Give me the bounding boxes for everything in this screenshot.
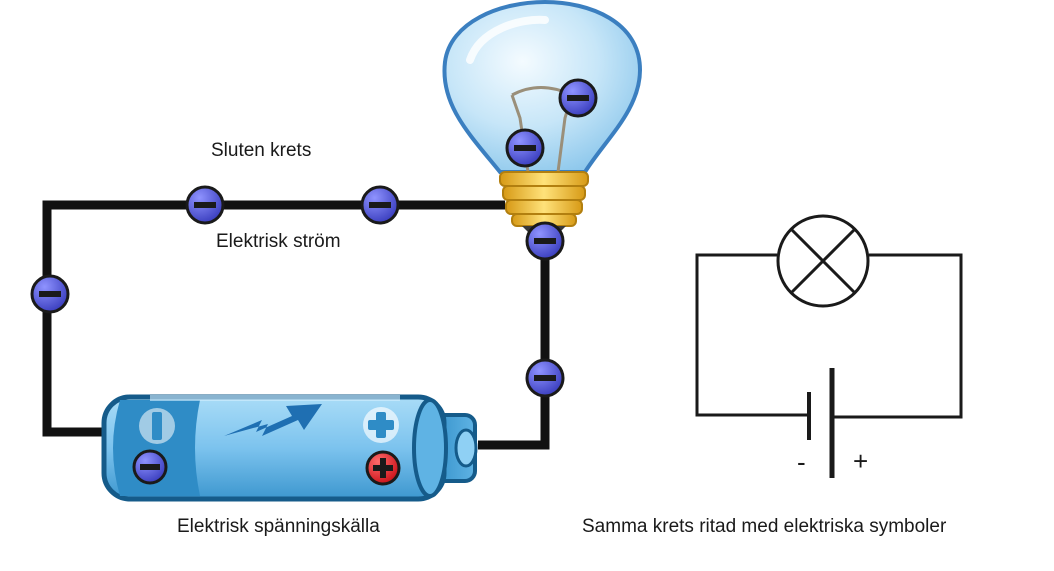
circuit-wire: [42, 200, 550, 450]
electron-icon: [505, 128, 545, 168]
voltage-source-label: Elektrisk spänningskälla: [177, 516, 380, 537]
electron-icon: [525, 358, 565, 398]
schematic-circuit: [695, 214, 963, 419]
battery-plus-marker: [363, 407, 399, 443]
battery-symbol-icon: [807, 368, 835, 478]
electron-icon: [525, 221, 565, 261]
electron-icon: [30, 274, 70, 314]
electron-icon: [558, 78, 598, 118]
lightning-icon: [224, 404, 322, 436]
negative-terminal: [132, 449, 168, 485]
plus-sign-label: +: [853, 446, 869, 476]
battery-icon: [101, 394, 478, 502]
battery-minus-marker: [139, 408, 175, 444]
lightbulb-icon: [442, 0, 643, 236]
current-label: Elektrisk ström: [216, 231, 341, 252]
electron-icon: [360, 185, 400, 225]
positive-terminal: [365, 450, 401, 486]
lamp-symbol-icon: [776, 214, 870, 308]
closed-circuit-label: Sluten krets: [211, 140, 312, 161]
electron-icon: [185, 185, 225, 225]
symbol-caption: Samma krets ritad med elektriska symbole…: [582, 516, 947, 537]
minus-sign-label: -: [797, 447, 806, 477]
